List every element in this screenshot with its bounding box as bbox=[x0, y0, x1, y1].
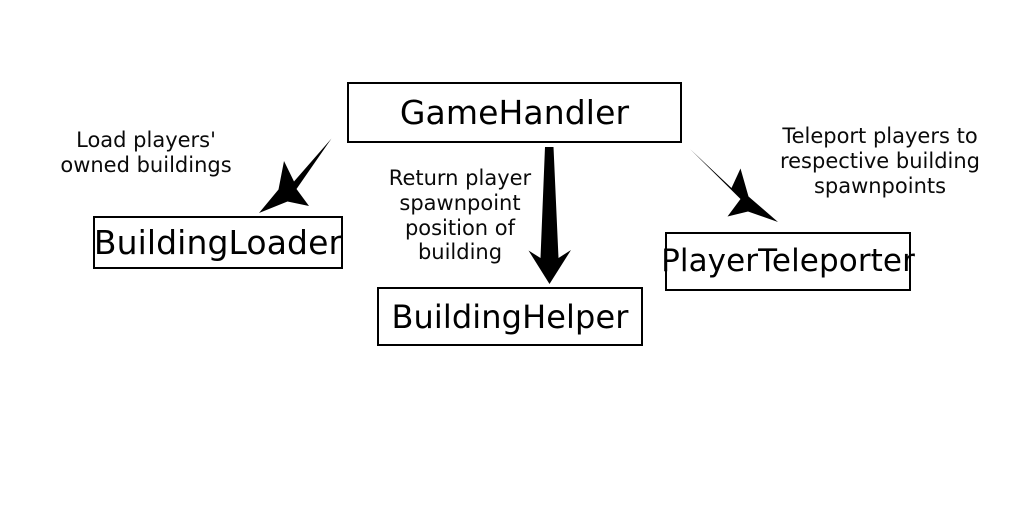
edge-label-load-buildings: Load players' owned buildings bbox=[60, 128, 232, 177]
node-player-teleporter[interactable]: PlayerTeleporter bbox=[661, 232, 915, 291]
node-building-loader-label: BuildingLoader bbox=[93, 223, 343, 262]
node-game-handler-label: GameHandler bbox=[399, 93, 630, 132]
arrow-game-handler-to-building-loader bbox=[259, 138, 332, 213]
edge-label-return-spawnpoint: Return player spawnpoint position of bui… bbox=[388, 166, 532, 265]
node-building-loader[interactable]: BuildingLoader bbox=[93, 216, 343, 269]
arrow-game-handler-to-player-teleporter bbox=[690, 149, 778, 222]
node-building-helper[interactable]: BuildingHelper bbox=[377, 287, 643, 346]
node-player-teleporter-label: PlayerTeleporter bbox=[661, 243, 915, 279]
edge-label-teleport-players: Teleport players to respective building … bbox=[779, 124, 981, 198]
node-building-helper-label: BuildingHelper bbox=[391, 297, 629, 336]
node-game-handler[interactable]: GameHandler bbox=[347, 82, 682, 143]
